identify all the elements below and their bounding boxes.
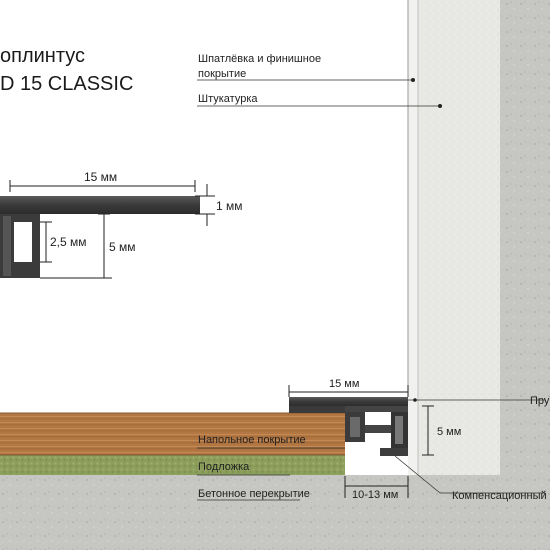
title-line-2: D 15 CLASSIC [0,73,133,95]
callout-leaders [197,79,545,501]
plaster-layer [418,0,500,475]
dim-install-width: 15 мм [329,378,359,390]
dim-install-gap: 10-13 мм [352,489,398,501]
dim-profile-thickness: 1 мм [216,199,243,213]
profile-dimensions [9,180,215,279]
label-profile-cut: Пру [530,395,550,407]
label-underlay: Подложка [198,461,250,473]
concrete-slab [0,475,550,550]
concrete-wall [500,0,550,550]
install-dimensions [288,385,434,498]
label-floor-covering: Напольное покрытие [198,434,306,446]
label-plaster: Штукатурка [198,93,258,105]
label-putty-2: покрытие [198,68,246,80]
dim-profile-slot: 2,5 мм [50,235,87,249]
putty-layer [408,0,418,475]
underlay-layer [0,455,345,475]
profile-cross-section [0,196,200,278]
label-compensation: Компенсационный [452,490,547,502]
title-line-1: оплинтус [0,45,85,67]
dim-install-height: 5 мм [437,426,461,438]
dim-profile-width: 15 мм [84,170,117,184]
label-concrete-slab: Бетонное перекрытие [198,488,310,500]
label-putty-1: Шпатлёвка и финишное [198,53,321,65]
installed-profile [289,397,408,456]
dim-profile-height: 5 мм [109,240,136,254]
